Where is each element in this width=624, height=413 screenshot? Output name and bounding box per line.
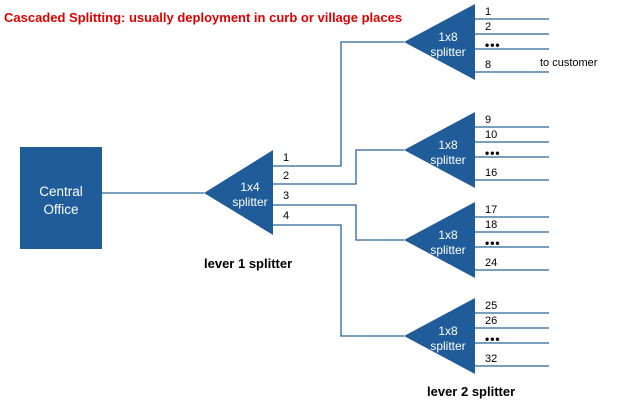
connector-line-2 bbox=[273, 149, 404, 185]
connector-line-3 bbox=[273, 204, 404, 241]
diagram-title: Cascaded Splitting: usually deployment i… bbox=[4, 10, 402, 25]
level2-splitter-word: splitter bbox=[430, 339, 465, 353]
level2-splitter-word: splitter bbox=[430, 243, 465, 257]
connector-line-1 bbox=[273, 41, 404, 167]
level2-port-label: 17 bbox=[485, 204, 497, 216]
level1-splitter-triangle bbox=[204, 150, 273, 235]
level1-port-label-3: 3 bbox=[283, 190, 289, 202]
level2-splitter-triangle bbox=[404, 202, 475, 278]
central-office-box bbox=[20, 147, 102, 249]
level2-port-ellipsis: ••• bbox=[485, 332, 501, 346]
level2-splitter-ratio: 1x8 bbox=[438, 30, 458, 44]
level2-port-label: 25 bbox=[485, 300, 497, 312]
level2-caption: lever 2 splitter bbox=[427, 384, 515, 399]
to-customer-label: to customer bbox=[540, 57, 598, 69]
level2-port-label: 9 bbox=[485, 114, 491, 126]
level1-port-label-4: 4 bbox=[283, 210, 289, 222]
level2-port-label: 16 bbox=[485, 167, 497, 179]
level1-caption: lever 1 splitter bbox=[204, 256, 292, 271]
level1-splitter-word: splitter bbox=[232, 195, 267, 209]
central-office-label-line1: Central bbox=[39, 184, 83, 199]
level1-splitter-ratio: 1x4 bbox=[240, 180, 260, 194]
level2-port-ellipsis: ••• bbox=[485, 236, 501, 250]
level2-splitter-ratio: 1x8 bbox=[438, 138, 458, 152]
level2-port-ellipsis: ••• bbox=[485, 146, 501, 160]
level1-port-label-2: 2 bbox=[283, 170, 289, 182]
level2-port-label: 2 bbox=[485, 21, 491, 33]
level2-splitter-triangle bbox=[404, 298, 475, 374]
level2-port-label: 18 bbox=[485, 219, 497, 231]
level2-splitter-word: splitter bbox=[430, 153, 465, 167]
level1-to-level2-connectors bbox=[273, 41, 404, 337]
level1-port-label-1: 1 bbox=[283, 152, 289, 164]
level2-splitter-ratio: 1x8 bbox=[438, 228, 458, 242]
level2-splitter-triangle bbox=[404, 4, 475, 80]
connector-line-4 bbox=[273, 224, 404, 337]
level2-port-label: 1 bbox=[485, 6, 491, 18]
level1-port-labels: 1 2 3 4 bbox=[283, 152, 289, 222]
level2-port-label: 32 bbox=[485, 353, 497, 365]
central-office-label-line2: Office bbox=[43, 202, 78, 217]
level2-port-label: 10 bbox=[485, 129, 497, 141]
level2-port-label: 26 bbox=[485, 315, 497, 327]
level2-splitters: 1x8splitter12•••81x8splitter910•••161x8s… bbox=[404, 4, 549, 374]
level2-splitter-triangle bbox=[404, 112, 475, 188]
level2-splitter-ratio: 1x8 bbox=[438, 324, 458, 338]
level2-port-label: 8 bbox=[485, 59, 491, 71]
level2-port-ellipsis: ••• bbox=[485, 38, 501, 52]
level2-port-label: 24 bbox=[485, 257, 497, 269]
level2-splitter-word: splitter bbox=[430, 45, 465, 59]
